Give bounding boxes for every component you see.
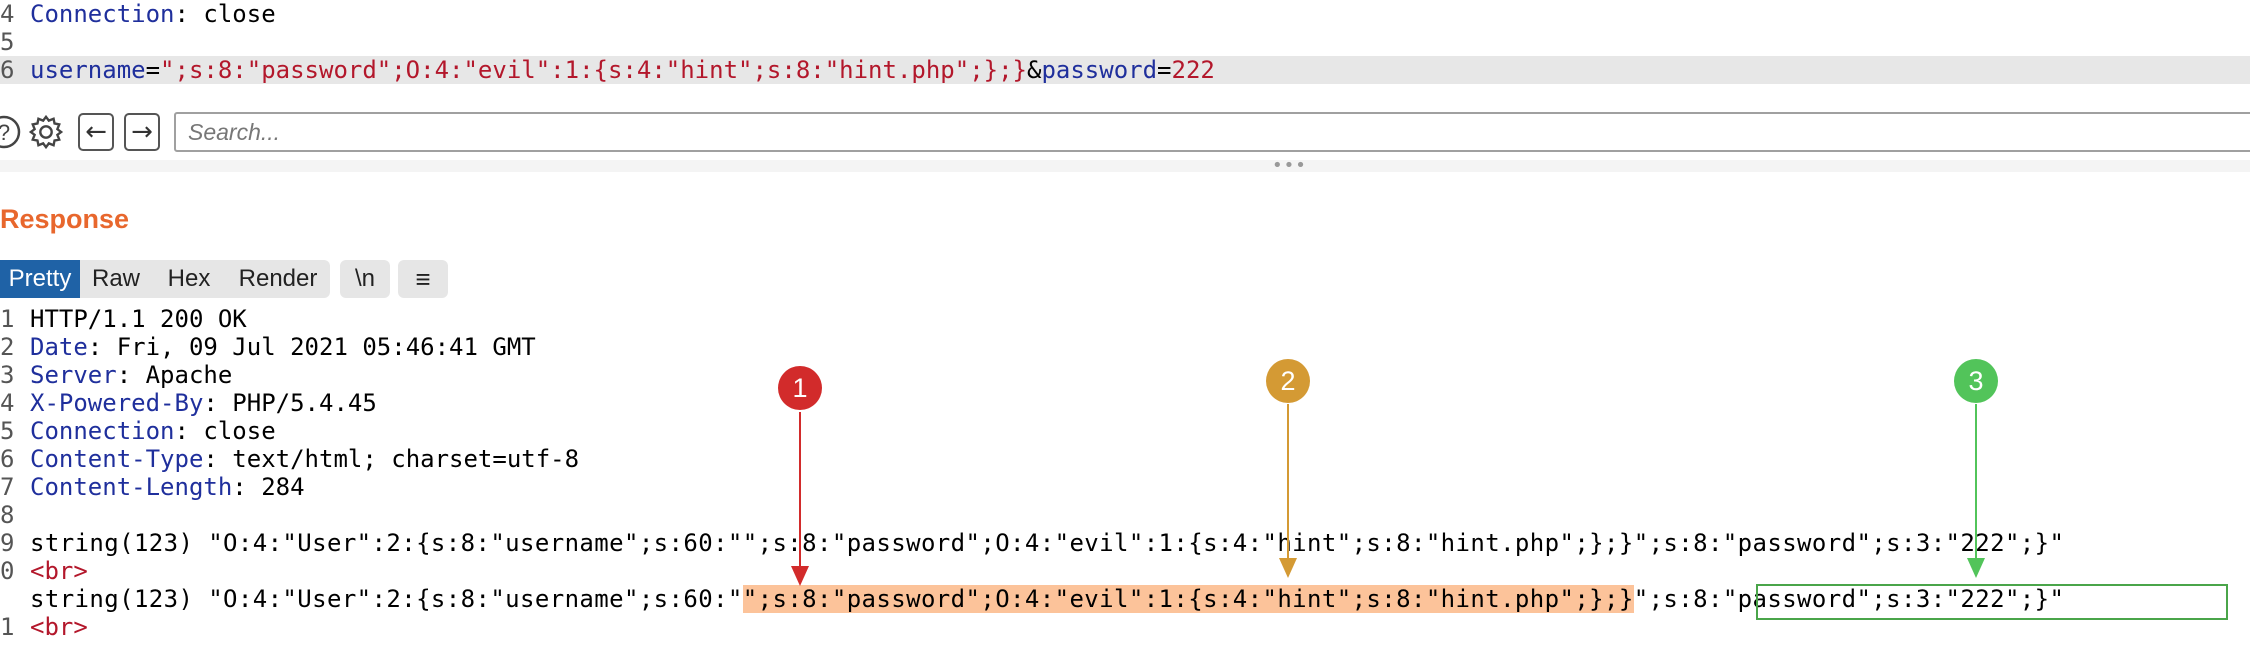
settings-gear-icon[interactable] [28,113,64,151]
header-value: 284 [261,473,305,501]
request-header-connection: Connection: close [30,0,276,28]
header-connection: Connection: close [30,417,276,445]
help-icon[interactable]: ? [0,113,22,151]
current-line-highlight [0,56,2250,84]
param-value-password: 222 [1171,56,1215,84]
line-number: 5 [0,417,15,445]
gear-icon [28,114,64,150]
body-serialized-string-annotated: string(123) "O:4:"User":2:{s:8:"username… [30,585,2064,613]
param-equals: = [1157,56,1172,84]
forward-button[interactable]: → [124,113,160,151]
line-number: 6 [0,445,15,473]
tab-pretty[interactable]: Pretty [0,260,80,298]
header-key: Date [30,333,88,361]
annotation-badge-2: 2 [1266,359,1310,403]
header-value: text/html; charset=utf-8 [232,445,580,473]
response-editor[interactable]: 1 HTTP/1.1 200 OK 2 Date: Fri, 09 Jul 20… [0,305,2250,660]
annotation-badge-3: 3 [1954,359,1998,403]
header-key: Content-Type [30,445,204,473]
header-key: X-Powered-By [30,389,204,417]
header-key: Content-Length [30,473,233,501]
html-br-tag: <br> [30,557,88,585]
highlight-box-tail [1756,584,2228,620]
line-number: 1 [0,613,15,641]
tab-hex[interactable]: Hex [152,260,226,298]
pane-splitter[interactable] [0,160,2250,172]
header-value: close [203,417,276,445]
line-number: 2 [0,333,15,361]
header-key: Connection [30,417,175,445]
menu-icon[interactable]: ≡ [398,260,448,298]
body-serialized-string-original: string(123) "O:4:"User":2:{s:8:"username… [30,529,2065,557]
line-number: 0 [0,557,15,585]
line-number: 3 [0,361,15,389]
newline-toggle-button[interactable]: \n [340,260,390,298]
line-number: 5 [0,28,15,56]
injected-payload-highlight: ";s:8:"password";O:4:"evil":1:{s:4:"hint… [742,585,1634,613]
line-number: 4 [0,389,15,417]
arrow-left-icon: ← [85,117,107,147]
line-number: 1 [0,305,15,333]
arrow-3 [1967,404,1985,578]
header-server: Server: Apache [30,361,233,389]
header-value: Apache [145,361,233,389]
param-name-username: username [30,56,146,84]
header-value: close [203,0,276,28]
line-number: 6 [0,56,15,84]
param-value-username: ";s:8:"password";O:4:"evil":1:{s:4:"hint… [160,56,1027,84]
arrow-1 [791,412,809,586]
header-value: Fri, 09 Jul 2021 05:46:41 GMT [116,333,536,361]
line-number: 9 [0,529,15,557]
header-separator: : [174,0,204,28]
discarded-tail-boxed: ";s:8:"password";s:3:"222";}" [1633,585,2065,613]
param-name-password: password [1041,56,1158,84]
status-line: HTTP/1.1 200 OK [30,305,247,333]
line-number: 4 [0,0,15,28]
tab-raw[interactable]: Raw [80,260,152,298]
header-key: Server [30,361,117,389]
header-value: PHP/5.4.45 [232,389,377,417]
header-date: Date: Fri, 09 Jul 2021 05:46:41 GMT [30,333,536,361]
serialized-prefix: string(123) "O:4:"User":2:{s:8:"username… [30,585,743,613]
response-title: Response [0,204,130,234]
header-content-length: Content-Length: 284 [30,473,305,501]
help-icon-graphic: ? [0,115,21,149]
search-input[interactable] [174,112,2250,152]
arrow-2 [1279,404,1297,578]
header-content-type: Content-Type: text/html; charset=utf-8 [30,445,580,473]
param-equals: = [145,56,161,84]
line-number: 8 [0,501,15,529]
back-button[interactable]: ← [78,113,114,151]
request-body: username=";s:8:"password";O:4:"evil":1:{… [30,56,1215,84]
param-ampersand: & [1027,56,1042,84]
arrow-right-icon: → [131,117,153,147]
tab-render[interactable]: Render [226,260,330,298]
splitter-handle-icon[interactable]: ••• [1272,155,1307,176]
line-number: 7 [0,473,15,501]
header-x-powered-by: X-Powered-By: PHP/5.4.45 [30,389,377,417]
help-icon-glyph: ? [0,120,10,145]
annotation-badge-1: 1 [778,366,822,410]
html-br-tag: <br> [30,613,88,641]
header-key: Connection [30,0,175,28]
